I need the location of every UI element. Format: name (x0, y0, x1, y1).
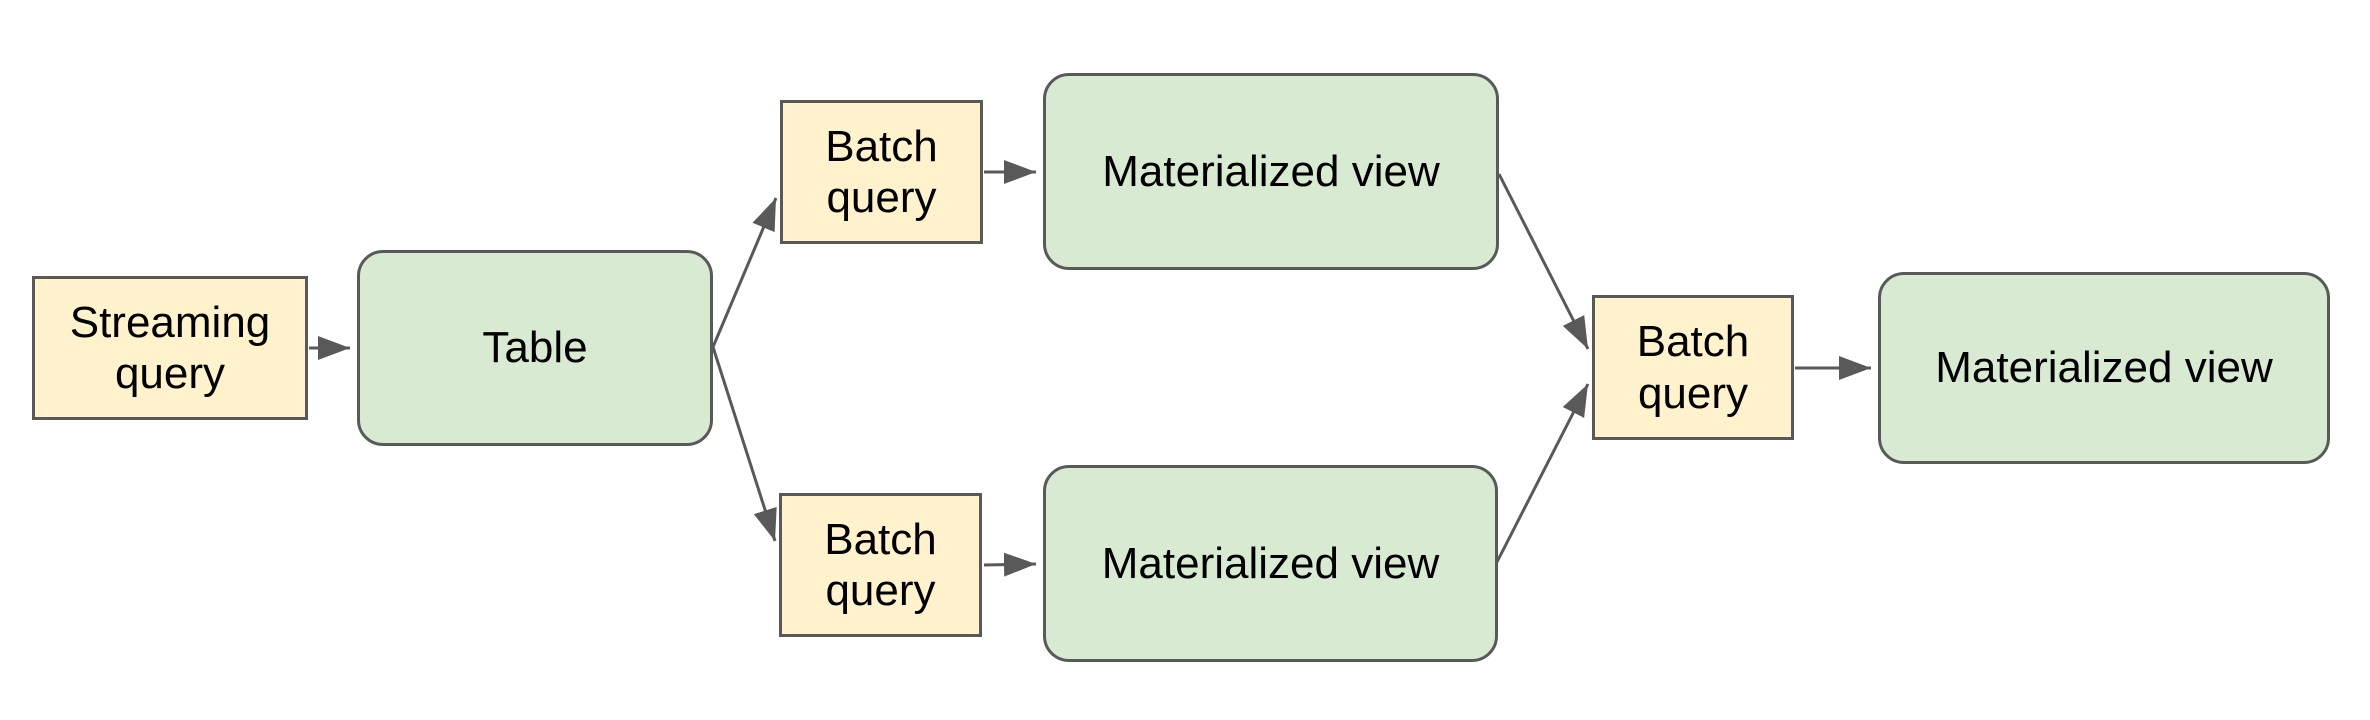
arrow-materialized-view-top-to-batch-query-right (1497, 173, 1590, 350)
node-batch-query-right: Batch query (1592, 295, 1794, 440)
node-batch-query-bottom-label: Batch query (824, 514, 937, 615)
node-materialized-view-top-label: Materialized view (1102, 146, 1440, 196)
arrow-table-to-batch-query-top (711, 197, 778, 348)
arrow-batch-query-bottom-to-materialized-view-bottom (983, 552, 1037, 577)
node-materialized-view-top: Materialized view (1043, 73, 1499, 270)
node-materialized-view-bottom-label: Materialized view (1101, 538, 1440, 588)
node-streaming-query: Streaming query (32, 276, 308, 420)
node-materialized-view-right: Materialized view (1878, 272, 2330, 464)
node-table-label: Table (482, 323, 588, 373)
node-materialized-view-bottom: Materialized view (1043, 465, 1498, 662)
node-batch-query-right-label: Batch query (1636, 317, 1750, 418)
node-batch-query-top: Batch query (780, 100, 983, 244)
arrow-materialized-view-bottom-to-batch-query-right (1495, 383, 1590, 563)
node-materialized-view-right-label: Materialized view (1935, 343, 2273, 393)
node-table: Table (357, 250, 713, 446)
node-streaming-query-label: Streaming query (69, 297, 271, 398)
node-batch-query-top-label: Batch query (825, 121, 938, 222)
node-batch-query-bottom: Batch query (779, 493, 982, 637)
arrow-table-to-batch-query-bottom (711, 346, 777, 542)
